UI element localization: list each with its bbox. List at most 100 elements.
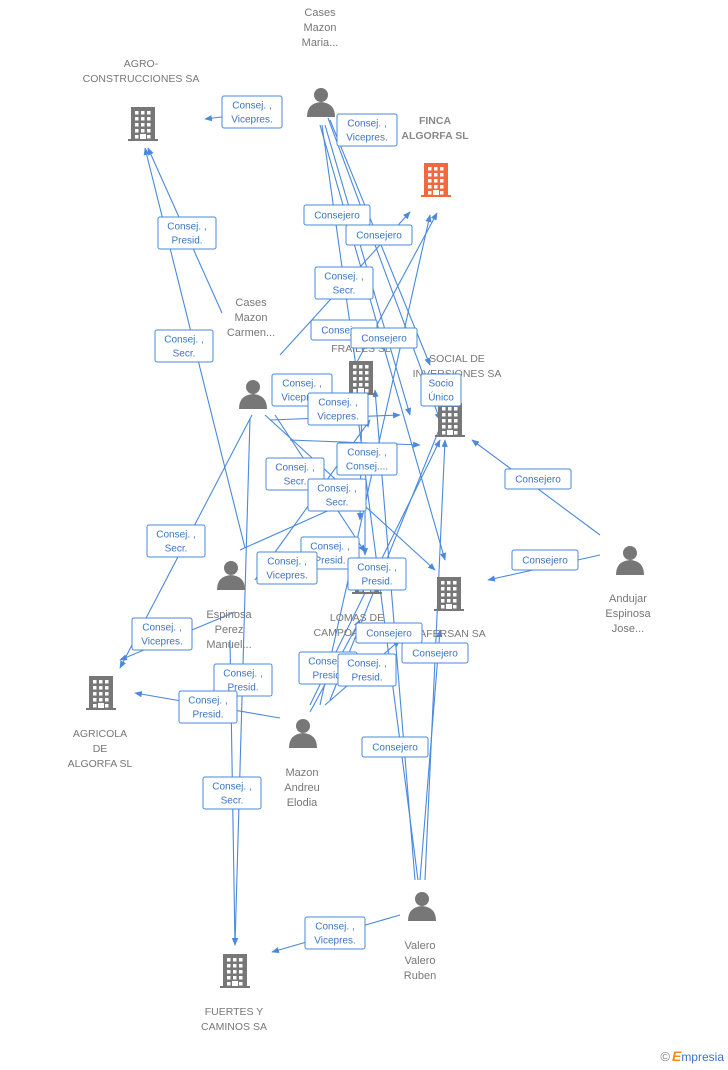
empresia-brand[interactable]: ©Empresia — [660, 1048, 724, 1064]
edge-label[interactable]: Consej. , Vicepres. — [256, 551, 318, 585]
edge-label[interactable]: Consej. ,Vicepres. — [221, 95, 283, 129]
edge-label-text: Consej. , — [357, 563, 396, 574]
edge-label[interactable]: Consejero — [361, 736, 429, 758]
edge-label-text: Presid. — [227, 683, 258, 694]
edge-label-text: Consejero — [522, 556, 568, 567]
node-cases-maria[interactable]: CasesMazonMaria... — [302, 7, 339, 117]
edge-label[interactable]: Consejero — [303, 204, 371, 226]
node-label-line: Perez — [215, 624, 244, 636]
edge-label-text: Consej. , — [188, 696, 227, 707]
edge-label[interactable]: Consejero — [511, 549, 579, 571]
node-label-line: Valero — [405, 955, 436, 967]
building-icon — [434, 577, 464, 611]
person-icon — [616, 546, 644, 575]
node-label-line: Ruben — [404, 970, 436, 982]
node-finca[interactable]: FINCA ALGORFA SL — [401, 115, 469, 197]
node-agro[interactable]: AGRO- CONSTRUCCIONES SA — [83, 58, 200, 141]
edge-label-text: Consej. , — [232, 101, 271, 112]
node-label-line: Andujar — [609, 593, 647, 605]
edge-label-text: Secr. — [333, 286, 356, 297]
edge-label[interactable]: Consej. , Presid. — [347, 557, 407, 591]
node-label-line: FINCA — [419, 115, 451, 127]
node-label-line: CONSTRUCCIONES SA — [83, 73, 200, 85]
edge-label[interactable]: Consej. , Presid. — [213, 663, 273, 697]
edge-label[interactable]: Consej. ,Vicepres. — [304, 916, 366, 950]
edge-label-text: Único — [428, 391, 454, 404]
edge-label[interactable]: Consejero — [345, 224, 413, 246]
node-espinosa[interactable]: EspinosaPerezManuel... — [206, 561, 253, 651]
node-label-line: Mazon — [234, 312, 267, 324]
node-frailes[interactable]: FRAILES SL — [331, 343, 391, 395]
edge-label-text: Consej. , — [275, 463, 314, 474]
edge-label-text: Presid. — [361, 577, 392, 588]
edge-label[interactable]: Consej. ,Secr. — [146, 524, 206, 558]
edge-label[interactable]: Consej. , Consej.... — [336, 442, 398, 476]
person-icon — [239, 380, 267, 409]
node-label-line: AGRO- — [124, 58, 159, 70]
edge-label[interactable]: Consej. ,Vicepres. — [131, 617, 193, 651]
edge-label-text: Presid. — [314, 556, 345, 567]
edge-label[interactable]: Consej. ,Vicepres. — [307, 392, 369, 426]
node-label-line: Manuel... — [206, 639, 251, 651]
building-icon — [435, 403, 465, 437]
person-icon — [408, 892, 436, 921]
building-icon — [421, 163, 451, 197]
edge-label-text: Consej. , — [317, 484, 356, 495]
edge-label-text: Consej. , — [267, 557, 306, 568]
edge-label-text: Consej. , — [315, 922, 354, 933]
edge-label[interactable]: Consejero — [350, 327, 418, 349]
node-label-line: Cases — [304, 7, 336, 19]
edge-label[interactable]: Consej. ,Secr. — [202, 776, 262, 810]
brand-initial: E — [671, 1048, 682, 1064]
copyright-symbol: © — [660, 1049, 670, 1064]
edge-label[interactable]: Consej. , Secr. — [154, 329, 214, 363]
edge-label-text: Consej. , — [167, 222, 206, 233]
edge-label-text: Secr. — [173, 349, 196, 360]
edge-label-text: Consej. , — [223, 669, 262, 680]
node-label-line: AGRICOLA — [73, 728, 127, 740]
edge-label-text: Presid. — [192, 710, 223, 721]
edge-label-text: Consejero — [321, 326, 367, 337]
edge-label[interactable]: Consej. , Presid. — [157, 216, 217, 250]
edge-label-text: Consej. , — [347, 448, 386, 459]
building-icon — [346, 361, 376, 395]
edge-label-text: Consej. , — [347, 659, 386, 670]
node-label-line: CAMINOS SA — [201, 1021, 267, 1033]
node-label-line: ALGORFA SL — [68, 758, 133, 770]
building-icon — [220, 954, 250, 988]
building-icon — [128, 107, 158, 141]
edge-label-text: Consej. , — [318, 398, 357, 409]
node-label-line: Mazon — [303, 22, 336, 34]
edge-label[interactable]: Consejero — [401, 642, 469, 664]
edge-label-text: Consej. , — [164, 335, 203, 346]
brand-name: mpresia — [681, 1050, 724, 1064]
edge-label[interactable]: Consejero — [355, 622, 423, 644]
node-safersan[interactable]: SAFERSAN SA — [412, 577, 486, 640]
node-andujar[interactable]: AndujarEspinosaJose... — [605, 546, 652, 635]
edge-label-text: Presid. — [171, 236, 202, 247]
edge-label-text: Secr. — [284, 477, 307, 488]
edge-label[interactable]: Consej. ,Secr. — [314, 266, 374, 300]
edge-label-text: Vicepres. — [141, 637, 183, 648]
edge-label-text: Consej. , — [310, 542, 349, 553]
edge-label[interactable]: Consejero — [504, 468, 572, 490]
edge-label[interactable]: Consej. ,Secr. — [307, 478, 367, 512]
edge-label[interactable]: Consej. , Presid. — [178, 690, 238, 724]
node-cases-carmen[interactable]: CasesMazonCarmen... — [227, 297, 275, 409]
edge-label[interactable]: Consej. ,Presid. — [337, 653, 397, 687]
node-label-line: Cases — [235, 297, 267, 309]
edge-label-text: Vicepres. — [281, 393, 323, 404]
edge-label-text: Secr. — [165, 544, 188, 555]
edge-line — [321, 124, 363, 396]
edge-label-text: Consej.... — [346, 462, 388, 473]
edge-label[interactable]: Consej. ,Vicepres. — [336, 113, 398, 147]
node-label-line: ALGORFA SL — [401, 130, 469, 142]
edge-label-text: Vicepres. — [266, 571, 308, 582]
person-icon — [307, 88, 335, 117]
